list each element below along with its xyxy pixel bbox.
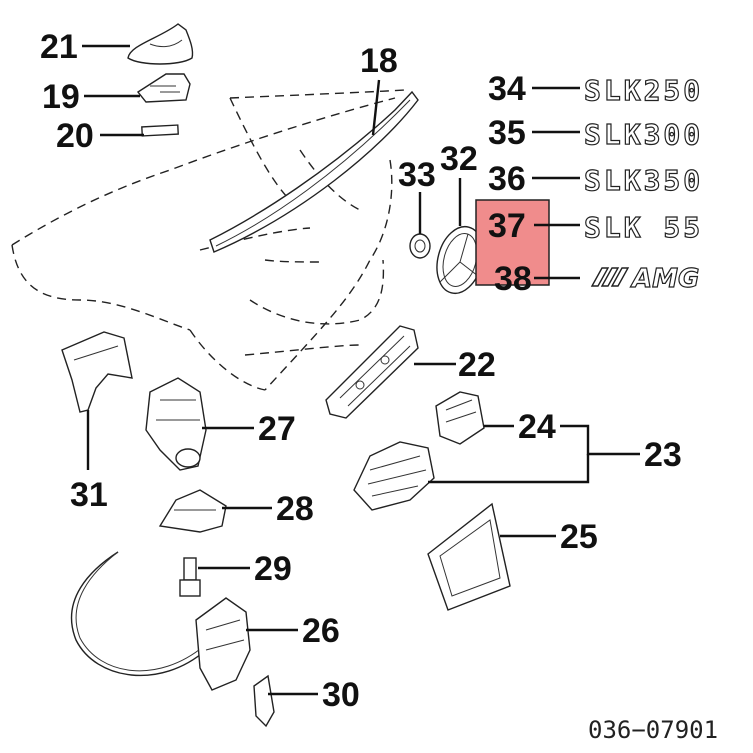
spoiler-part [209, 90, 419, 253]
callout-35: 35 [488, 114, 526, 152]
antenna-base-part [136, 73, 191, 103]
antenna-cover-part [127, 23, 194, 65]
switch-part [435, 391, 485, 445]
callout-29: 29 [254, 550, 292, 588]
release-cable-part [70, 551, 207, 677]
plate-bracket-part [427, 502, 511, 611]
callout-18: 18 [360, 42, 398, 80]
emblem-slk55: SLK 55 [584, 211, 703, 244]
emblem-slk300: SLK300 [584, 118, 703, 151]
trunk-lid-outline [11, 89, 406, 391]
lock-cylinder-part [145, 377, 207, 471]
callout-33: 33 [398, 156, 436, 194]
callout-28: 28 [276, 490, 314, 528]
lamp-bracket-part [325, 325, 419, 419]
callout-19: 19 [42, 78, 80, 116]
callout-34: 34 [488, 70, 526, 108]
emblem-amg: AMG [630, 264, 699, 294]
callout-30: 30 [322, 676, 360, 714]
emblem-slk350: SLK350 [584, 164, 703, 197]
emblem-amg-stripes [590, 267, 630, 287]
callout-24: 24 [518, 408, 556, 446]
callout-37: 37 [488, 207, 526, 245]
callout-32: 32 [440, 140, 478, 178]
callout-labels: 21 19 20 18 34 35 36 33 32 37 38 22 27 2… [40, 28, 682, 714]
handle-assembly-part [353, 441, 435, 511]
emblem-texts: SLK250 SLK300 SLK350 SLK 55 AMG [583, 73, 703, 294]
leader-lines [82, 44, 640, 696]
callout-21: 21 [40, 28, 78, 66]
callout-27: 27 [258, 410, 296, 448]
callout-36: 36 [488, 160, 526, 198]
callout-26: 26 [302, 612, 340, 650]
star-emblem-part [436, 225, 484, 295]
badge-clip-part [141, 124, 179, 137]
emblem-slk250: SLK250 [584, 74, 703, 107]
handle-bracket-part [61, 331, 133, 413]
trim-clip-part [158, 489, 227, 533]
callout-31: 31 [70, 476, 108, 514]
callout-22: 22 [458, 346, 496, 384]
callout-23: 23 [644, 436, 682, 474]
callout-38: 38 [494, 260, 532, 298]
striker-part [253, 674, 275, 728]
bump-stop-part [179, 557, 201, 597]
latch-part [195, 597, 251, 691]
callout-20: 20 [56, 117, 94, 155]
grommet-part [409, 233, 431, 259]
reference-code: 036−07901 [588, 716, 718, 744]
callout-25: 25 [560, 518, 598, 556]
highlight-box [475, 199, 550, 286]
